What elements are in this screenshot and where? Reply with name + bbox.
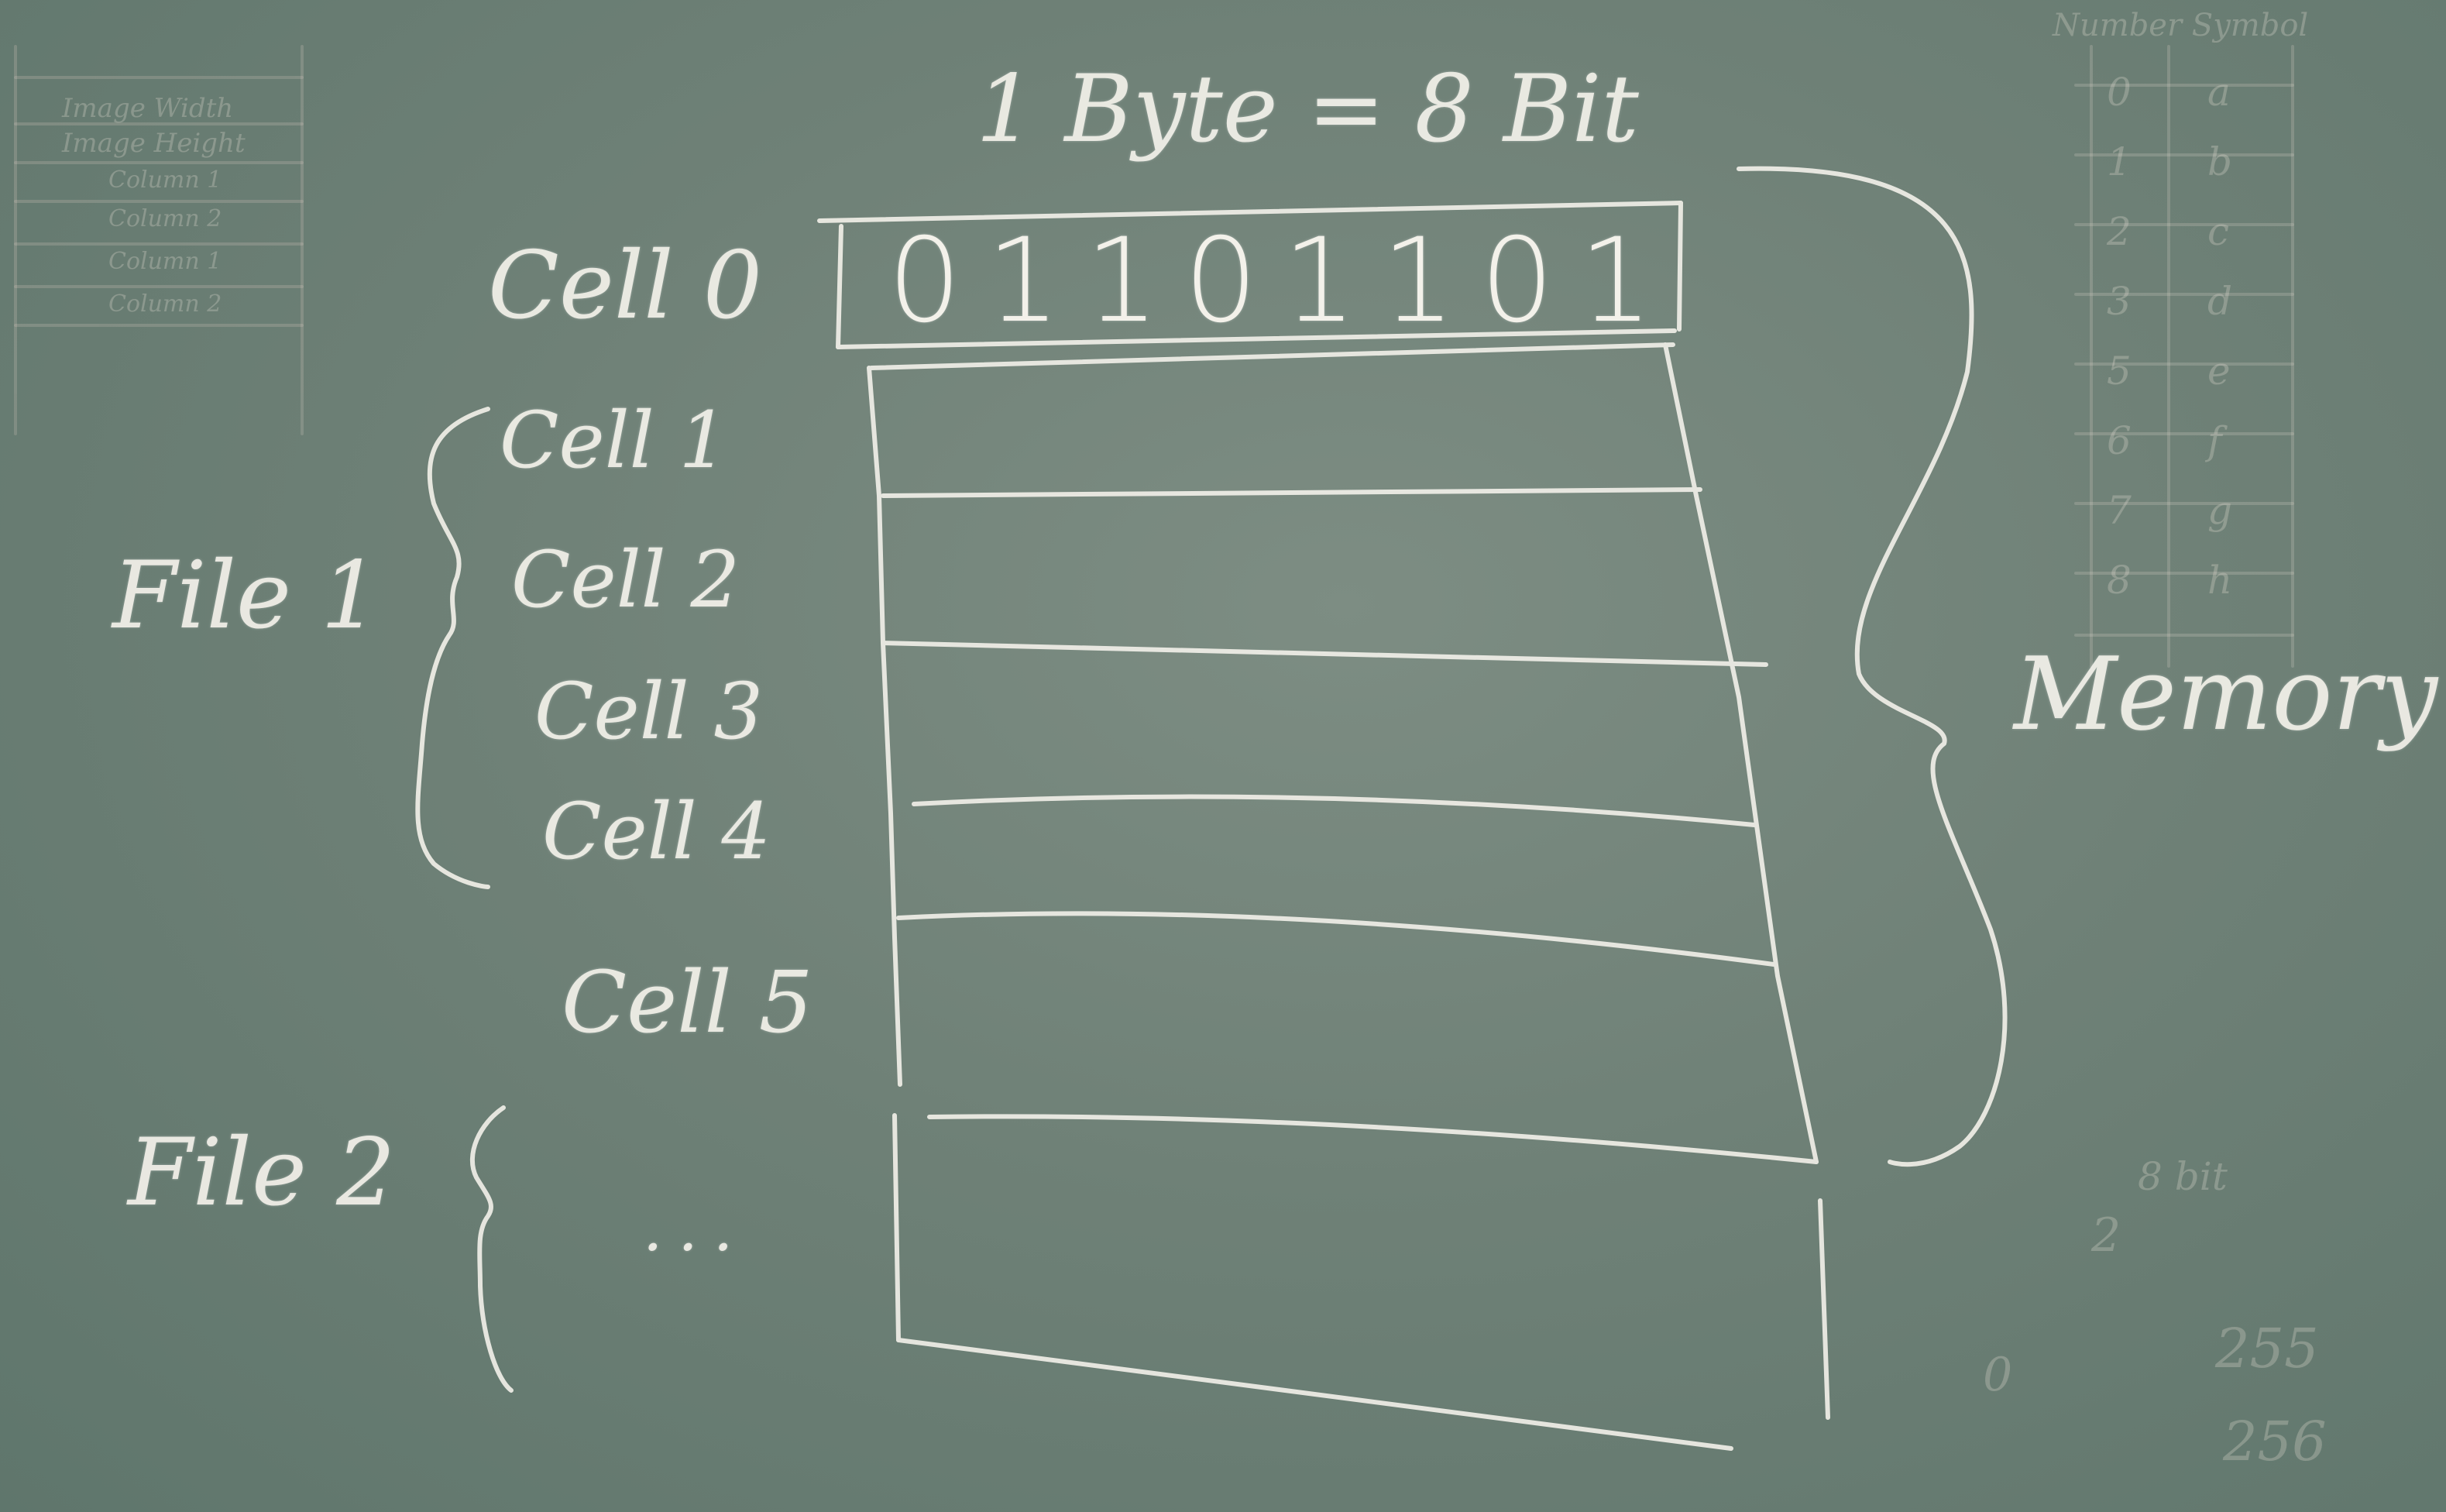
faint-text: Image Height (62, 128, 246, 159)
bit-4: 1 (1283, 214, 1357, 349)
row-line-3 (881, 641, 1768, 667)
file-1-label: File 1 (112, 542, 380, 650)
bit-0: 0 (888, 214, 962, 349)
faint-text: 0 (1983, 1348, 2013, 1402)
file1-brace (415, 407, 490, 889)
bit-6: 0 (1480, 214, 1555, 349)
memory-bottom-line (896, 1338, 1733, 1451)
faint-table-number: 3 (2107, 279, 2132, 324)
bit-3: 0 (1183, 214, 1258, 349)
bit-2: 1 (1085, 214, 1159, 349)
faint-grid (2074, 45, 2294, 668)
faint-text: Column 2 (108, 205, 222, 232)
faint-text: 2 (2091, 1208, 2121, 1263)
faint-text: Image Width (62, 93, 234, 124)
faint-text: Number Symbol (2053, 8, 2309, 43)
faint-table-symbol: c (2207, 209, 2230, 254)
row-line-6 (927, 1114, 1819, 1164)
cell0-bottom-line (836, 328, 1677, 349)
row-line-4 (912, 794, 1757, 827)
faint-table-number: 1 (2107, 139, 2132, 184)
cell-0-label: Cell 0 (488, 232, 763, 340)
memory-bottom-right (1818, 1198, 1830, 1420)
faint-table-symbol: a (2207, 70, 2231, 115)
bit-7: 1 (1579, 214, 1653, 349)
cell0-right-line (1677, 201, 1683, 332)
byte-bit-equation: 1 Byte = 8 Bit (976, 56, 1639, 163)
faint-table-number: 8 (2107, 558, 2132, 603)
faint-table-symbol: e (2207, 349, 2231, 393)
cell-1-label: Cell 1 (500, 395, 729, 486)
faint-table-symbol: b (2207, 139, 2233, 184)
faint-table-number: 6 (2107, 418, 2132, 463)
faint-table-symbol: d (2207, 279, 2233, 324)
faint-grid (14, 45, 304, 435)
file2-brace (470, 1105, 514, 1393)
cell0-left-line (836, 224, 843, 349)
memory-brace (1737, 166, 2008, 1167)
faint-text: Column 1 (108, 167, 222, 194)
faint-table-number: 7 (2107, 488, 2132, 533)
cell-4-label: Cell 4 (542, 786, 771, 877)
cell-5-label: Cell 5 (562, 953, 813, 1052)
faint-table-number: 5 (2107, 349, 2132, 393)
file-2-label: File 2 (128, 1119, 396, 1227)
bit-5: 1 (1381, 214, 1455, 349)
file-2-ellipsis: ... (643, 1193, 749, 1265)
faint-table-symbol: g (2207, 488, 2233, 533)
memory-left-line (867, 366, 902, 1087)
row-line-2 (881, 487, 1702, 498)
memory-right-line (1663, 342, 1819, 1164)
faint-text: 255 (2215, 1317, 2319, 1380)
faint-table-symbol: f (2207, 418, 2222, 463)
faint-table-number: 0 (2107, 70, 2132, 115)
row-line-5 (896, 911, 1776, 967)
faint-text: 256 (2223, 1410, 2327, 1473)
bit-1: 1 (986, 214, 1060, 349)
faint-table-number: 2 (2107, 209, 2132, 254)
faint-text: Column 2 (108, 290, 222, 318)
faint-text: Column 1 (108, 248, 222, 275)
faint-table-symbol: h (2207, 558, 2233, 603)
cell-2-label: Cell 2 (511, 534, 740, 625)
memory-label: Memory (2014, 635, 2438, 753)
cell-3-label: Cell 3 (534, 666, 764, 757)
memory-bottom-left (892, 1113, 901, 1342)
cell-0-bits: 0 1 1 0 1 1 0 1 (875, 208, 1665, 355)
cell0-top-line (817, 201, 1683, 223)
faint-text: 8 bit (2138, 1154, 2228, 1199)
row-line-1 (869, 342, 1675, 370)
